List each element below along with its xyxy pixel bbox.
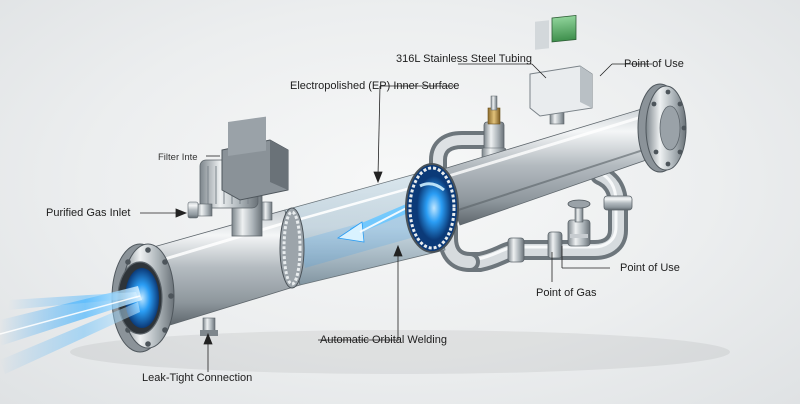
- bottom-port: [200, 317, 218, 336]
- filter-label: Filter Inte: [158, 152, 198, 163]
- orbital-weld-left: [279, 207, 305, 289]
- orbital-weld-right: [405, 163, 459, 253]
- point-of-use-flange: [637, 83, 687, 173]
- pressure-gauge-icon: [529, 15, 593, 125]
- tubing-label: 316L Stainless Steel Tubing: [396, 53, 532, 65]
- valve-handle-icon: [567, 199, 591, 247]
- point-of-use-right-label: Point of Use: [620, 262, 680, 274]
- upper-tee-pipe: [429, 95, 507, 187]
- filter-housing: [187, 116, 289, 237]
- purified-gas-stream: [0, 286, 142, 374]
- ep-surface-label: Electropolished (EP) Inner Surface: [290, 80, 460, 92]
- leak-tight-flange: [111, 243, 175, 353]
- point-of-gas-label: Point of Gas: [536, 287, 597, 299]
- gas-inlet-label: Purified Gas Inlet: [46, 207, 131, 219]
- callout-lines: [140, 63, 652, 372]
- leak-tight-label: Leak-Tight Connection: [142, 372, 253, 384]
- orbital-welding-label: Automatic Orbital Welding: [320, 334, 447, 346]
- floor-shadow: [70, 330, 730, 374]
- point-of-use-top-label: Point of Use: [624, 58, 684, 70]
